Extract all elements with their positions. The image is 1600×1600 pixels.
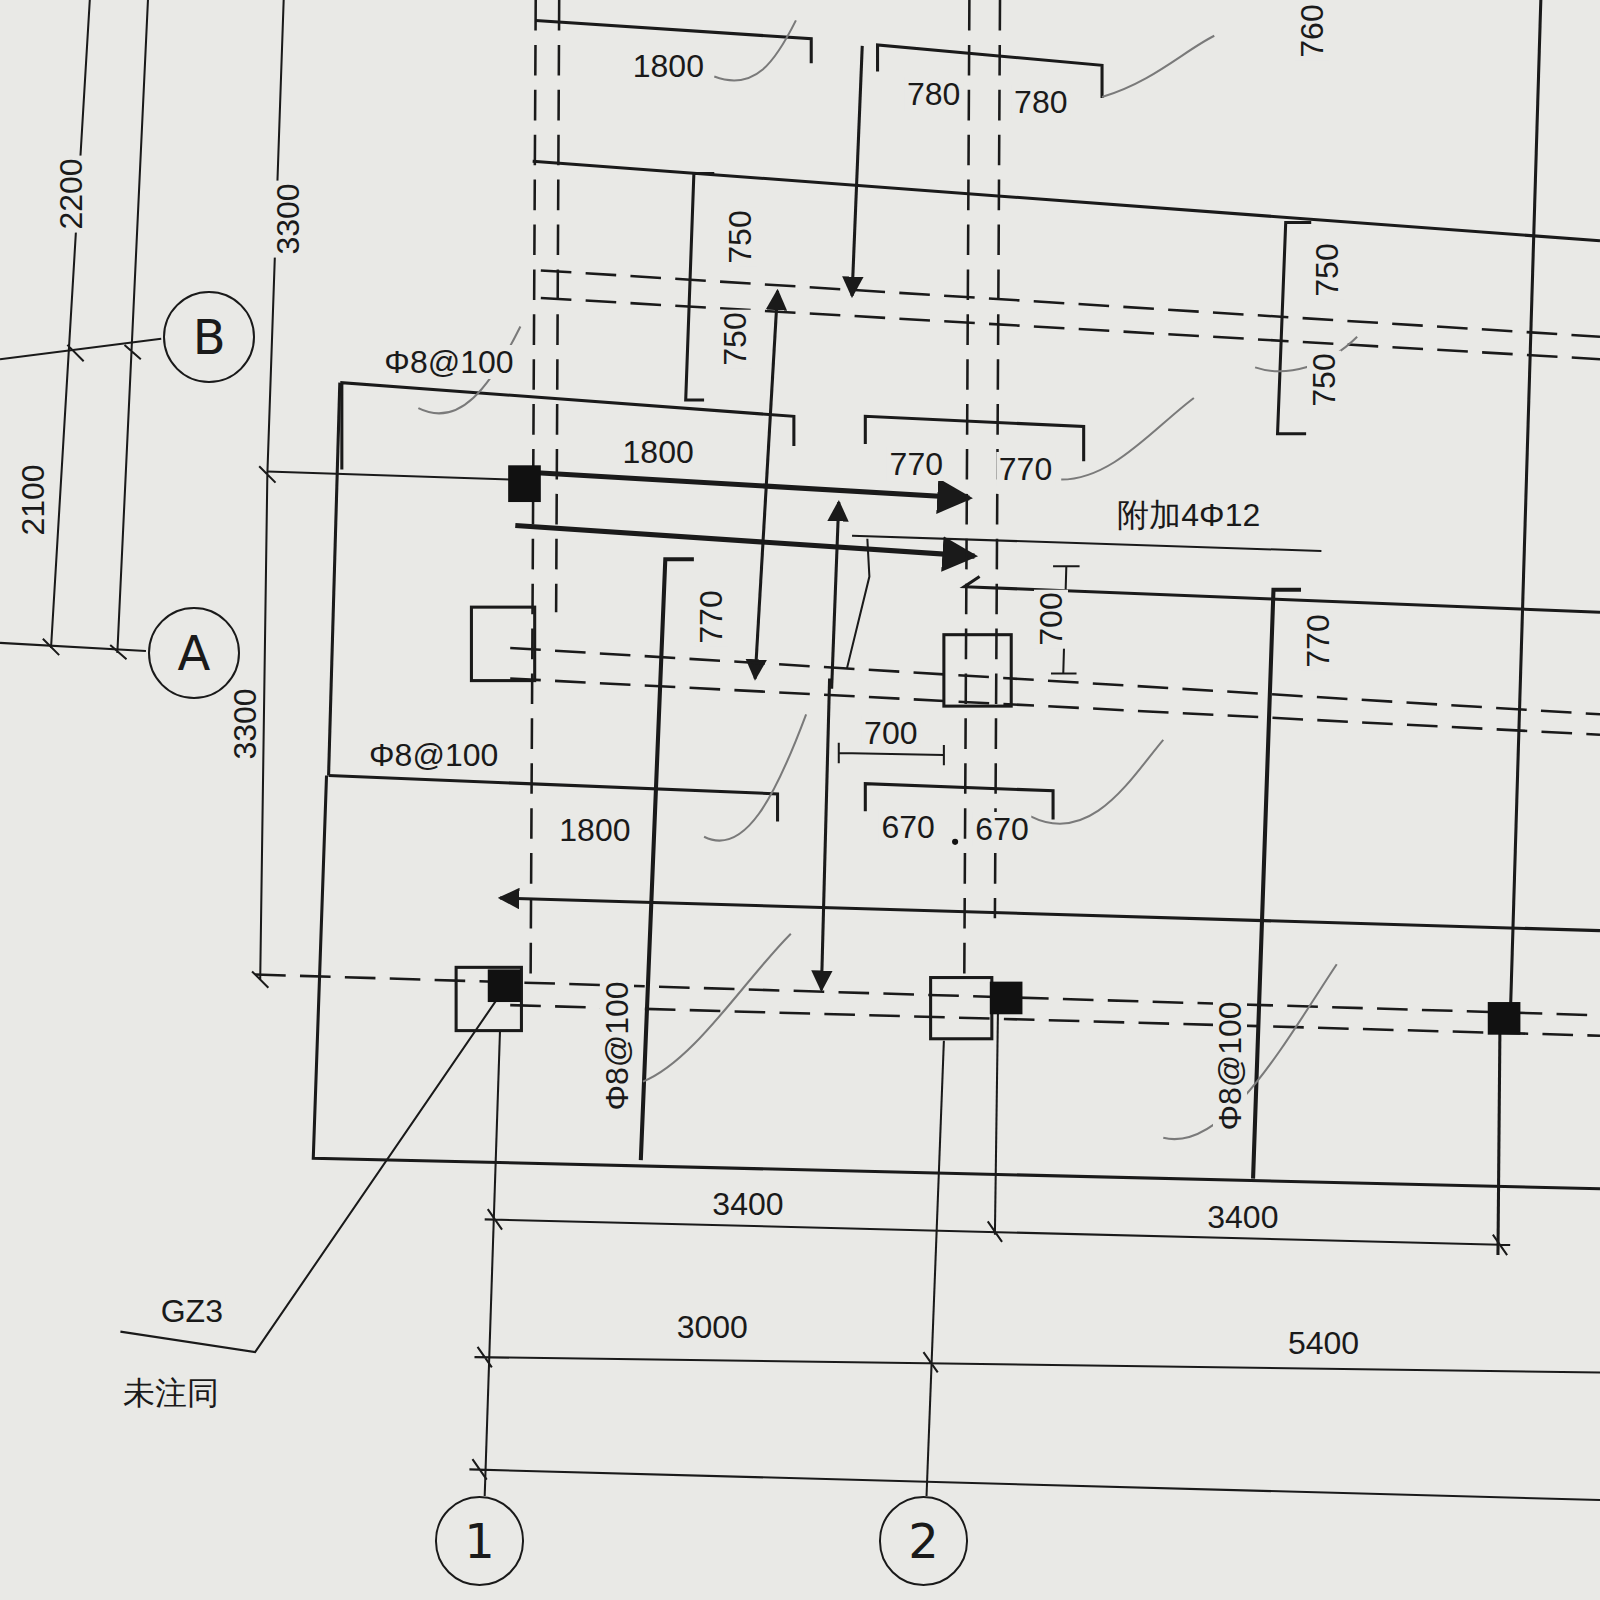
separator-dot — [952, 839, 958, 845]
dimension-line — [474, 1347, 1600, 1373]
beam-line — [510, 1005, 1600, 1036]
dimension-line — [485, 1209, 1511, 1255]
dimension: 1800 — [620, 435, 697, 469]
dimension: 2200 — [54, 155, 88, 232]
dimension: 750 — [723, 207, 757, 266]
constructional-column — [488, 969, 521, 1002]
note: 未注同 — [120, 1376, 222, 1410]
beam-line — [541, 298, 1600, 359]
dimension-line — [469, 1459, 1600, 1500]
pencil-mark — [1031, 740, 1164, 824]
frame-line — [1510, 0, 1541, 1020]
dimension: 770 — [1301, 611, 1335, 670]
beam-line — [541, 270, 1600, 336]
rebar-line — [641, 559, 694, 1160]
grid-bubble: 2 — [879, 1496, 969, 1586]
pencil-mark — [1061, 398, 1194, 480]
constructional-column — [990, 982, 1023, 1015]
dimension: 3300 — [228, 686, 262, 763]
pencil-mark — [1102, 36, 1214, 97]
dimension: 780 — [1011, 85, 1070, 119]
wall-line — [964, 0, 969, 980]
rebar-line — [686, 173, 715, 400]
column-tag: GZ3 — [158, 1294, 226, 1328]
column — [471, 607, 534, 680]
leader-line — [0, 339, 161, 359]
grid-bubble: A — [148, 607, 240, 699]
slab-edge — [313, 776, 1600, 1189]
extension-line — [995, 1010, 998, 1234]
dimension-line — [43, 0, 90, 655]
leader-line — [847, 536, 1321, 669]
slab-edge — [329, 383, 340, 776]
dimension: 760 — [1295, 1, 1329, 60]
dimension: 670 — [878, 810, 937, 844]
dimension: 700 — [861, 716, 920, 750]
rebar-note: 附加4Φ12 — [1114, 498, 1263, 532]
dimension: 3400 — [709, 1187, 786, 1221]
dimension: 770 — [694, 588, 728, 647]
column — [456, 967, 521, 1030]
dimension-line — [110, 0, 148, 659]
rebar-spec: Φ8@100 — [381, 345, 516, 379]
beam-line — [500, 898, 1600, 931]
beam-line — [510, 648, 1600, 714]
column — [944, 635, 1011, 706]
dimension: 750 — [1310, 241, 1344, 300]
dimension: 3300 — [271, 181, 305, 258]
dimension: 3400 — [1204, 1200, 1281, 1234]
dimension: 770 — [887, 447, 946, 481]
dimension-line — [252, 0, 284, 988]
rebar-line — [342, 383, 794, 470]
dimension: 750 — [1307, 350, 1341, 409]
extension-line — [267, 471, 510, 479]
beam-line — [510, 679, 1600, 735]
dimension: 5400 — [1285, 1326, 1362, 1360]
leader-line — [0, 643, 146, 651]
column — [931, 978, 992, 1039]
grid-line — [485, 1031, 500, 1496]
constructional-column — [1488, 1002, 1521, 1035]
rebar-line — [852, 46, 862, 296]
pencil-mark — [704, 714, 806, 840]
grid-axis-label: 1 — [464, 1517, 495, 1565]
pencil-mark — [643, 934, 791, 1082]
grid-bubble: 1 — [435, 1496, 525, 1586]
constructional-column — [508, 465, 541, 502]
dimension: 1800 — [630, 49, 707, 83]
frame-line — [1498, 1020, 1500, 1255]
rebar-spec: Φ8@100 — [366, 738, 501, 772]
grid-bubble: B — [163, 291, 255, 383]
wall-line — [556, 0, 559, 612]
rebar-spec: Φ8@100 — [1213, 999, 1247, 1134]
rebar-line — [1253, 590, 1301, 1179]
rebar-spec: Φ8@100 — [600, 978, 634, 1113]
pencil-mark — [1163, 964, 1336, 1139]
grid-line — [927, 1041, 944, 1496]
dimension: 770 — [996, 452, 1055, 486]
dimension: 1800 — [556, 813, 633, 847]
rebar-line — [329, 776, 778, 822]
grid-axis-label: 2 — [908, 1517, 939, 1565]
rebar-line — [515, 526, 974, 557]
dimension: 700 — [1034, 590, 1068, 649]
pencil-mark — [714, 20, 796, 80]
grid-axis-label: B — [193, 313, 226, 361]
rebar-line — [755, 291, 777, 679]
leader-line — [120, 995, 500, 1352]
dimension: 750 — [718, 309, 752, 368]
dimension: 780 — [904, 77, 963, 111]
dimension: 670 — [972, 812, 1031, 846]
grid-axis-label: A — [177, 629, 210, 677]
rebar-line — [821, 679, 829, 990]
dimension: 3000 — [674, 1310, 751, 1344]
dimension: 2100 — [16, 461, 50, 538]
rebar-line — [832, 502, 839, 689]
